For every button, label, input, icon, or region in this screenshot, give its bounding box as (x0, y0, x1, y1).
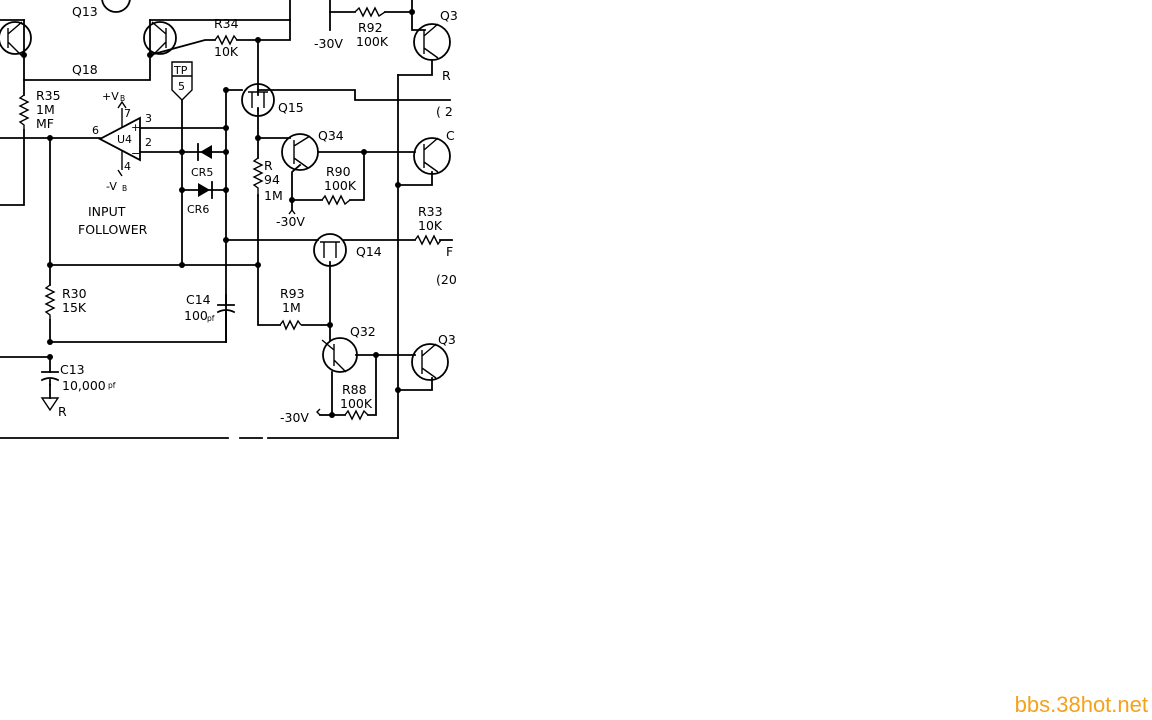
label-vb-minus: -V (106, 180, 117, 193)
transistor-q15 (241, 83, 275, 117)
resistor-r30 (44, 284, 56, 320)
label-r90: R90 (326, 164, 351, 179)
label-r30: R30 (62, 286, 87, 301)
diodes (197, 143, 213, 199)
label-r35: R35 (36, 88, 61, 103)
transistor-q18-left (0, 21, 32, 55)
label-ground-r: R (58, 404, 67, 419)
ground-r-symbol (40, 397, 60, 412)
transistors (0, 0, 451, 381)
label-c13: C13 (60, 362, 85, 377)
label-c13-value: 10,000 (62, 378, 106, 393)
label-vb-minus-sub: B (122, 184, 127, 193)
label-pin-3: 3 (145, 112, 152, 125)
transistor-q18-right (143, 21, 177, 55)
watermark-text: bbs.38hot.net (1014, 692, 1148, 717)
resistor-r34 (214, 34, 238, 46)
label-c14-value: 100 (184, 308, 208, 323)
label-r30-value: 15K (62, 300, 87, 315)
label-q14: Q14 (356, 244, 382, 259)
label-pin-4: 4 (124, 160, 131, 173)
label-tp: TP (173, 64, 188, 77)
label-edge-f: F (446, 244, 453, 259)
label-r88-value: 100K (340, 396, 373, 411)
label-r93-value: 1M (282, 300, 301, 315)
label-q34: Q34 (318, 128, 344, 143)
label-r92-value: 100K (356, 34, 389, 49)
resistor-r88 (344, 409, 369, 421)
label-q15: Q15 (278, 100, 304, 115)
label-tp-5: 5 (178, 80, 185, 93)
label-r90-value: 100K (324, 178, 357, 193)
label-edge-c: C (446, 128, 455, 143)
label-c14: C14 (186, 292, 211, 307)
label-cr5: CR5 (191, 166, 213, 179)
resistors (18, 6, 442, 421)
label-c14-pf: pf (207, 314, 215, 323)
label-edge-r: R (442, 68, 451, 83)
transistor-q13 (101, 0, 131, 13)
label-edge-q3-bottom: Q3 (438, 332, 456, 347)
transistor-q3-bottom (411, 343, 449, 381)
labels: Q13 Q18 R34 10K R92 100K -30V R35 1M MF … (36, 4, 458, 425)
label-r92: R92 (358, 20, 383, 35)
label-vb-plus: +V (102, 90, 119, 103)
label-r33-value: 10K (418, 218, 443, 233)
label-minus30v-mid: -30V (276, 214, 305, 229)
junction-dots (21, 9, 415, 418)
label-q13: Q13 (72, 4, 98, 19)
label-pin-7: 7 (124, 107, 131, 120)
transistor-q-right-mid (413, 137, 451, 175)
label-q32: Q32 (350, 324, 376, 339)
resistor-r35 (18, 94, 30, 130)
label-follower: FOLLOWER (78, 222, 148, 237)
label-minus30v-top: -30V (314, 36, 343, 51)
label-edge-paren-20: (20 (436, 272, 457, 287)
label-c13-pf: pf (108, 381, 116, 390)
label-r35-value: 1M (36, 102, 55, 117)
label-cr6: CR6 (187, 203, 209, 216)
label-pin-6: 6 (92, 124, 99, 137)
label-r35-mf: MF (36, 116, 54, 131)
test-point-tp5 (171, 61, 193, 101)
diode-cr5 (200, 145, 212, 159)
capacitor-c14 (216, 304, 236, 314)
resistor-r92 (354, 6, 386, 18)
resistor-r93 (279, 319, 302, 331)
label-r34-value: 10K (214, 44, 239, 59)
capacitor-c13 (40, 371, 60, 382)
label-r88: R88 (342, 382, 367, 397)
label-u4-minus: − (131, 147, 140, 160)
label-edge-paren-2: ( 2 (436, 104, 453, 119)
resistor-r90 (321, 194, 351, 206)
resistor-r33 (414, 234, 442, 246)
label-vb-plus-sub: B (120, 94, 125, 103)
transistor-q14 (313, 233, 347, 267)
label-q18: Q18 (72, 62, 98, 77)
label-r94-r: R (264, 158, 273, 173)
label-u4-plus: + (131, 121, 140, 134)
label-minus30v-bottom: -30V (280, 410, 309, 425)
label-r34: R34 (214, 16, 239, 31)
label-u4: U4 (117, 133, 132, 146)
label-r94-value: 1M (264, 188, 283, 203)
transistor-q32 (322, 337, 358, 373)
label-r33: R33 (418, 204, 443, 219)
transistor-q3-top (413, 23, 451, 61)
label-input: INPUT (88, 204, 126, 219)
label-r94-num: 94 (264, 172, 280, 187)
label-pin-2: 2 (145, 136, 152, 149)
capacitors (40, 304, 236, 386)
opamp-u4 (98, 100, 141, 177)
transistor-q34 (281, 133, 319, 171)
resistor-r94 (252, 157, 264, 197)
label-edge-q3-top: Q3 (440, 8, 458, 23)
label-r93: R93 (280, 286, 305, 301)
diode-cr6 (198, 183, 210, 197)
